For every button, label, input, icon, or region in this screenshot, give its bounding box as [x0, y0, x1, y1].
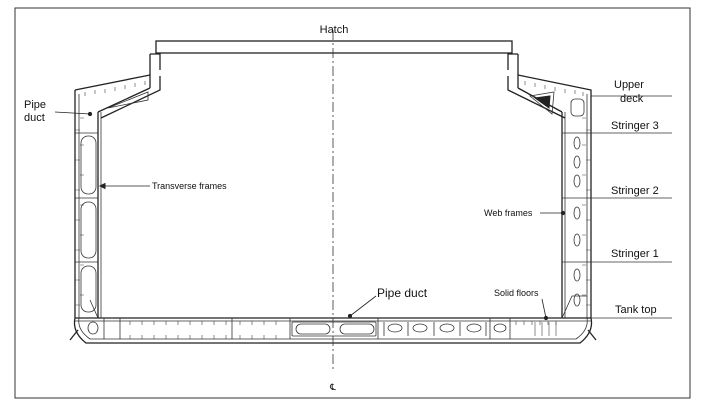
leader-arrowheads	[87, 111, 566, 321]
label-transverse-frames: Transverse frames	[152, 181, 227, 191]
side-lightening-holes-left	[80, 135, 97, 313]
topside-bracket-right	[529, 91, 555, 115]
label-centreline-symbol: ℄	[329, 382, 336, 392]
bilge-hole-left	[87, 321, 99, 335]
hull-outer-shell	[73, 74, 593, 344]
solid-floor-holes	[383, 322, 507, 336]
stringers-right	[562, 132, 591, 263]
double-bottom-floors	[103, 318, 511, 339]
label-stringer-3: Stringer 3	[611, 120, 659, 132]
stringers-left	[75, 132, 98, 263]
bilge-keels	[69, 329, 597, 341]
leader-lines	[54, 111, 563, 319]
figure-border	[14, 7, 691, 399]
hatch-cover	[155, 40, 513, 54]
topside-bracket-left	[107, 91, 149, 109]
label-web-frames: Web frames	[484, 208, 533, 218]
label-pipe-duct-side-line2: duct	[24, 112, 45, 124]
topside-tank-left	[97, 76, 161, 119]
solid-floor-dashes	[534, 322, 557, 336]
label-pipe-duct-bottom: Pipe duct	[377, 286, 428, 300]
bilge-bracket-left	[89, 299, 99, 319]
deck-stiffeners	[84, 81, 584, 96]
pipe-duct-double-bottom	[291, 321, 377, 337]
label-hatch: Hatch	[320, 24, 349, 36]
label-tank-top: Tank top	[615, 304, 657, 316]
bilge-bracket-right	[561, 295, 587, 319]
topside-bracket-right-fill	[533, 95, 551, 109]
side-lightening-holes-right	[570, 98, 585, 307]
label-stringer-1: Stringer 1	[611, 248, 659, 260]
hatch-coaming-right	[507, 53, 519, 75]
label-upper-deck-line2: deck	[620, 93, 644, 105]
hatch-coaming-left	[149, 53, 161, 75]
label-solid-floors: Solid floors	[494, 288, 539, 298]
label-upper-deck-line1: Upper	[614, 79, 644, 91]
bottom-stiffeners	[129, 321, 557, 339]
label-stringer-2: Stringer 2	[611, 185, 659, 197]
label-pipe-duct-side-line1: Pipe	[24, 99, 46, 111]
label-reference-lines	[591, 95, 672, 319]
